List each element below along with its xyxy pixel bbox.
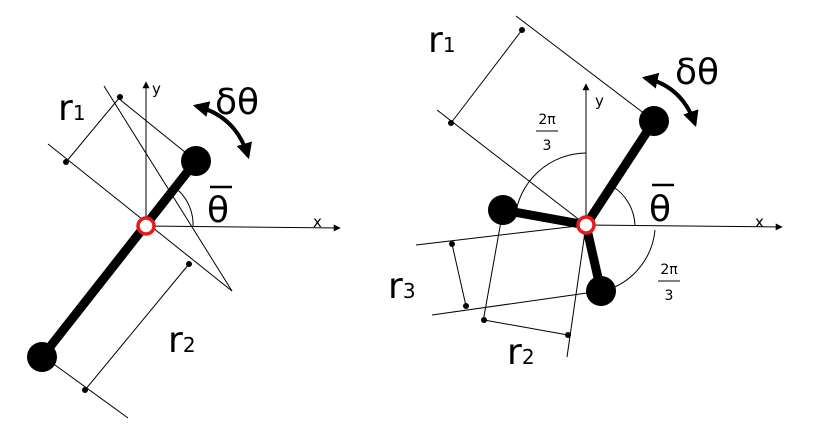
left-angle-arc xyxy=(177,189,194,228)
left-diagram: x y θ δθ r1 r2 xyxy=(27,80,341,419)
left-r2-dimension xyxy=(84,263,190,391)
svg-text:2π: 2π xyxy=(660,262,678,278)
left-rotation-arrow xyxy=(192,101,252,160)
right-y-label: y xyxy=(595,92,604,110)
right-diagram: x y θ δθ xyxy=(388,15,783,373)
left-y-label: y xyxy=(152,80,161,98)
left-x-label: x xyxy=(313,213,322,231)
right-r3-dimension xyxy=(451,243,467,307)
left-r2-label: r2 xyxy=(168,320,196,361)
right-theta-label: θ xyxy=(649,189,671,230)
right-pivot xyxy=(576,215,596,235)
right-r3-label: r3 xyxy=(388,266,416,307)
left-r1-dot-a xyxy=(117,94,123,100)
left-r2-dot-b xyxy=(82,387,88,393)
left-rotation-label: δθ xyxy=(215,82,259,123)
left-theta-label: θ xyxy=(207,190,229,231)
right-mass-top xyxy=(639,106,669,136)
left-x-axis xyxy=(145,224,341,232)
right-angle-label-top: 2π 3 xyxy=(536,112,558,154)
left-r2-dot-a xyxy=(186,261,192,267)
left-mass-top xyxy=(181,146,211,176)
right-r1-label: r1 xyxy=(428,20,456,61)
right-x-axis xyxy=(585,223,783,231)
left-pivot xyxy=(136,216,156,236)
left-perp-line-top xyxy=(117,97,197,162)
right-r2-dot-b xyxy=(565,332,571,338)
svg-text:3: 3 xyxy=(665,288,674,304)
right-r1-dot-a xyxy=(519,27,525,33)
left-rod xyxy=(38,158,200,360)
left-r1-dot-b xyxy=(63,159,69,165)
left-r1-label: r1 xyxy=(58,88,86,129)
right-line-r1-base xyxy=(436,109,587,226)
left-rod-axis-line xyxy=(103,85,233,292)
left-mass-bottom xyxy=(27,342,57,372)
right-line-left-mass xyxy=(415,224,587,246)
right-r2-dot-a xyxy=(481,317,487,323)
right-r2-dimension xyxy=(483,319,569,336)
right-line-top-mass-extension xyxy=(515,15,655,122)
right-rod-top xyxy=(582,118,658,228)
right-mass-bottom xyxy=(586,276,616,306)
right-angle-arc-theta xyxy=(611,185,636,227)
right-angle-arc-bottom xyxy=(606,229,656,291)
right-rotation-label: δθ xyxy=(675,52,719,93)
right-r3-dot-b xyxy=(463,303,469,309)
right-r3-dot-a xyxy=(449,241,455,247)
svg-text:2π: 2π xyxy=(538,112,556,128)
right-mass-left xyxy=(488,195,518,225)
left-r1-dimension xyxy=(65,96,121,163)
right-r2-label: r2 xyxy=(507,332,535,373)
svg-text:3: 3 xyxy=(543,138,552,154)
right-angle-arc-top xyxy=(514,152,587,219)
right-line-vertical-a xyxy=(482,209,504,323)
right-x-label: x xyxy=(755,213,764,231)
right-r1-dot-b xyxy=(448,120,454,126)
left-perp-line-center xyxy=(47,143,233,292)
right-line-bottom-mass xyxy=(431,290,602,316)
right-angle-label-bottom: 2π 3 xyxy=(658,262,680,304)
right-rotation-arrow xyxy=(641,72,699,128)
right-r1-dimension xyxy=(450,29,523,124)
